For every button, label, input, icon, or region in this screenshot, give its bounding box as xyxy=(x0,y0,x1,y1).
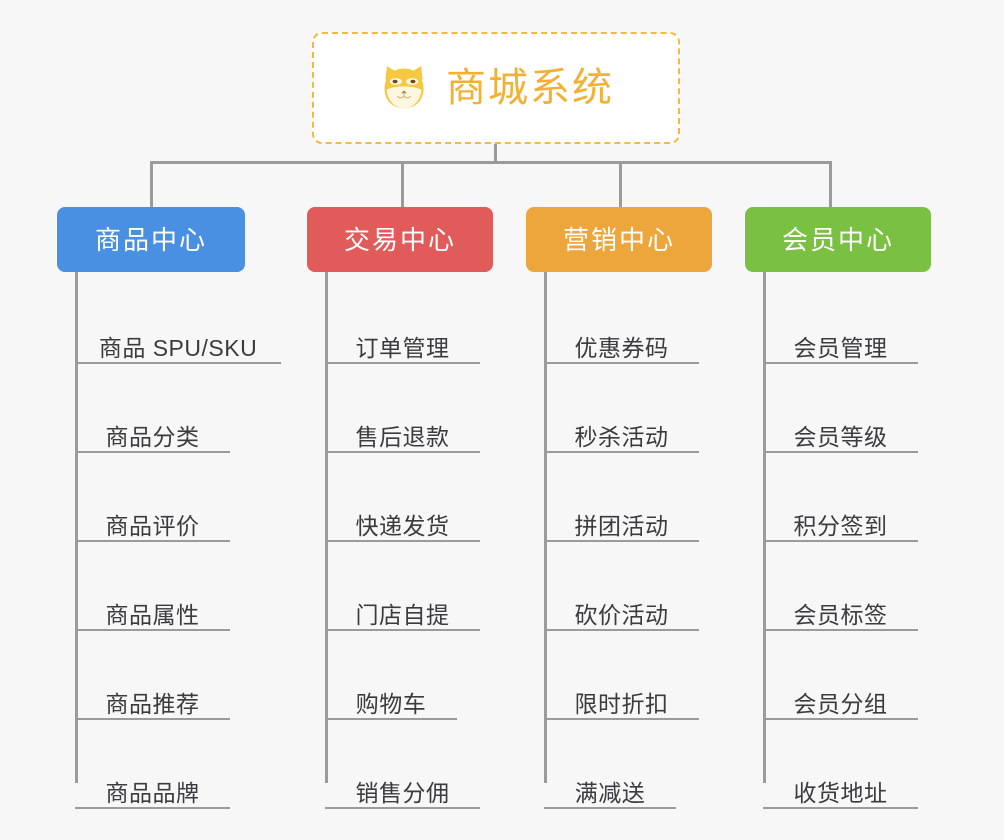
leaf-label: 销售分佣 xyxy=(355,779,450,806)
leaf-label: 快递发货 xyxy=(355,512,450,539)
leaf-label: 商品品牌 xyxy=(105,779,200,806)
leaf-label: 满减送 xyxy=(574,779,646,806)
leaf-label: 拼团活动 xyxy=(574,512,669,539)
leaf-item[interactable]: 商品属性 xyxy=(75,595,230,631)
leaf-label: 限时折扣 xyxy=(574,690,669,717)
leaf-label: 商品评价 xyxy=(105,512,200,539)
column-spine xyxy=(763,272,766,783)
root-title: 商城系统 xyxy=(446,66,614,110)
column-spine xyxy=(75,272,78,783)
leaf-item[interactable]: 会员等级 xyxy=(763,417,918,453)
connector-horizontal-bus xyxy=(150,161,832,164)
category-label: 商品中心 xyxy=(94,224,207,255)
leaf-item[interactable]: 商品评价 xyxy=(75,506,230,542)
leaf-item[interactable]: 商品品牌 xyxy=(75,773,230,809)
leaf-item[interactable]: 商品分类 xyxy=(75,417,230,453)
leaf-label: 购物车 xyxy=(355,690,427,717)
connector-root-stem xyxy=(494,144,497,164)
leaf-item[interactable]: 砍价活动 xyxy=(544,595,699,631)
leaf-item[interactable]: 售后退款 xyxy=(325,417,480,453)
category-label: 营销中心 xyxy=(562,224,675,255)
leaf-label: 售后退款 xyxy=(355,423,450,450)
leaf-item[interactable]: 收货地址 xyxy=(763,773,918,809)
leaf-item[interactable]: 会员标签 xyxy=(763,595,918,631)
leaf-item[interactable]: 商品 SPU/SKU xyxy=(75,328,281,364)
category-header-product-center[interactable]: 商品中心 xyxy=(57,207,245,272)
leaf-label: 订单管理 xyxy=(355,334,450,361)
leaf-item[interactable]: 会员分组 xyxy=(763,684,918,720)
leaf-label: 商品分类 xyxy=(105,423,200,450)
leaf-label: 商品属性 xyxy=(105,601,200,628)
category-header-member-center[interactable]: 会员中心 xyxy=(745,207,931,272)
leaf-item[interactable]: 积分签到 xyxy=(763,506,918,542)
leaf-label: 收货地址 xyxy=(793,779,888,806)
leaf-label: 会员分组 xyxy=(793,690,888,717)
leaf-item[interactable]: 商品推荐 xyxy=(75,684,230,720)
leaf-label: 会员标签 xyxy=(793,601,888,628)
connector-drop-2 xyxy=(401,161,404,208)
category-label: 交易中心 xyxy=(343,224,456,255)
leaf-label: 砍价活动 xyxy=(574,601,669,628)
category-header-trade-center[interactable]: 交易中心 xyxy=(307,207,493,272)
shiba-inu-icon xyxy=(384,66,424,109)
leaf-item[interactable]: 订单管理 xyxy=(325,328,480,364)
leaf-item[interactable]: 限时折扣 xyxy=(544,684,699,720)
leaf-label: 门店自提 xyxy=(355,601,450,628)
leaf-item[interactable]: 快递发货 xyxy=(325,506,480,542)
root-node[interactable]: 商城系统 xyxy=(312,32,680,144)
connector-drop-1 xyxy=(150,161,153,208)
leaf-item[interactable]: 满减送 xyxy=(544,773,676,809)
category-header-marketing-center[interactable]: 营销中心 xyxy=(526,207,712,272)
leaf-item[interactable]: 购物车 xyxy=(325,684,457,720)
category-label: 会员中心 xyxy=(781,224,894,255)
leaf-label: 优惠券码 xyxy=(574,334,669,361)
column-spine xyxy=(544,272,547,783)
connector-drop-4 xyxy=(829,161,832,208)
leaf-item[interactable]: 秒杀活动 xyxy=(544,417,699,453)
leaf-item[interactable]: 拼团活动 xyxy=(544,506,699,542)
leaf-label: 会员等级 xyxy=(793,423,888,450)
leaf-item[interactable]: 门店自提 xyxy=(325,595,480,631)
leaf-item[interactable]: 优惠券码 xyxy=(544,328,699,364)
leaf-label: 秒杀活动 xyxy=(574,423,669,450)
connector-drop-3 xyxy=(619,161,622,208)
leaf-label: 商品 SPU/SKU xyxy=(98,334,258,361)
leaf-label: 商品推荐 xyxy=(105,690,200,717)
leaf-item[interactable]: 销售分佣 xyxy=(325,773,480,809)
column-spine xyxy=(325,272,328,783)
leaf-label: 积分签到 xyxy=(793,512,888,539)
leaf-item[interactable]: 会员管理 xyxy=(763,328,918,364)
leaf-label: 会员管理 xyxy=(793,334,888,361)
